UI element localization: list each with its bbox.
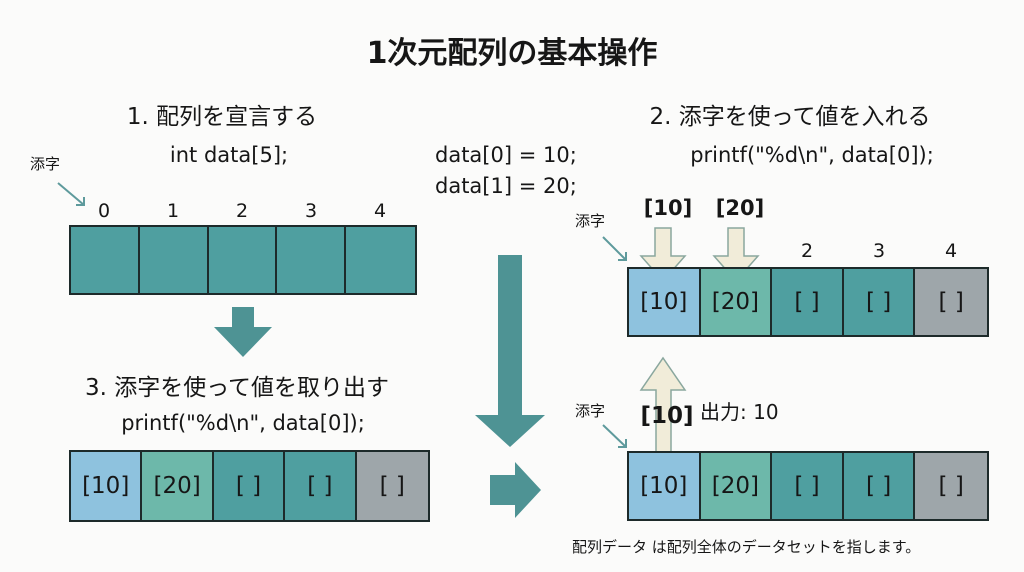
index-label: 4 xyxy=(373,200,387,222)
step2-heading: 2. 添字を使って値を入れる xyxy=(649,104,931,130)
down-arrow-icon xyxy=(214,307,272,357)
retrieve-array: [10] [20] [ ] [ ] [ ] xyxy=(69,450,430,522)
array-cell: [20] xyxy=(700,453,773,519)
array-cell: [ ] xyxy=(356,452,428,520)
step3-code: printf("%d\n", data[0]); xyxy=(121,411,365,435)
array-cell: [ ] xyxy=(285,452,357,520)
assign-code-line: data[0] = 10; xyxy=(435,143,577,167)
array-cell: [10] xyxy=(629,453,701,519)
step3-heading: 3. 添字を使って値を取り出す xyxy=(84,375,390,401)
array-cell xyxy=(277,227,347,293)
array-cell xyxy=(71,227,140,293)
assign-code-line: data[1] = 20; xyxy=(435,174,577,198)
array-cell: [ ] xyxy=(772,453,844,519)
index-label: 2 xyxy=(235,200,249,222)
output-value: [10] xyxy=(640,403,694,429)
array-cell: [10] xyxy=(629,269,701,335)
assigned-array: [10] [20] [ ] [ ] [ ] xyxy=(627,267,989,337)
array-cell: [ ] xyxy=(843,269,916,335)
right-arrow-icon xyxy=(490,462,541,518)
array-cell: [20] xyxy=(142,452,214,520)
subscript-label: 添字 xyxy=(30,155,61,173)
big-down-arrow-icon xyxy=(475,255,545,447)
index-label: 3 xyxy=(304,200,318,222)
output-array: [10] [20] [ ] [ ] [ ] xyxy=(627,451,989,521)
array-cell xyxy=(346,227,415,293)
array-cell xyxy=(208,227,278,293)
array-cell: [ ] xyxy=(213,452,286,520)
index-label: 0 xyxy=(97,200,111,222)
declared-array xyxy=(69,225,417,295)
array-cell xyxy=(139,227,209,293)
array-cell: [20] xyxy=(700,269,773,335)
array-cell: [10] xyxy=(71,452,143,520)
subscript-label: 添字 xyxy=(575,212,606,230)
index-label: 4 xyxy=(944,240,958,262)
step2-code: printf("%d\n", data[0]); xyxy=(690,143,934,167)
input-value: [20] xyxy=(715,196,765,220)
subscript-pointer-arrows xyxy=(57,182,627,448)
index-label: 2 xyxy=(800,240,814,262)
index-label: 1 xyxy=(166,200,180,222)
step1-code: int data[5]; xyxy=(169,143,289,167)
array-cell: [ ] xyxy=(772,269,844,335)
output-up-arrow-icon xyxy=(639,356,687,453)
array-cell: [ ] xyxy=(843,453,916,519)
array-cell: [ ] xyxy=(915,453,987,519)
subscript-label: 添字 xyxy=(575,402,606,420)
footnote: 配列データ は配列全体のデータセットを指します。 xyxy=(572,538,921,556)
output-text: 出力: 10 xyxy=(700,400,779,424)
page-title: 1次元配列の基本操作 xyxy=(366,36,658,71)
array-cell: [ ] xyxy=(915,269,987,335)
step1-heading: 1. 配列を宣言する xyxy=(126,104,318,130)
index-label: 3 xyxy=(872,240,886,262)
input-value: [10] xyxy=(643,196,693,220)
